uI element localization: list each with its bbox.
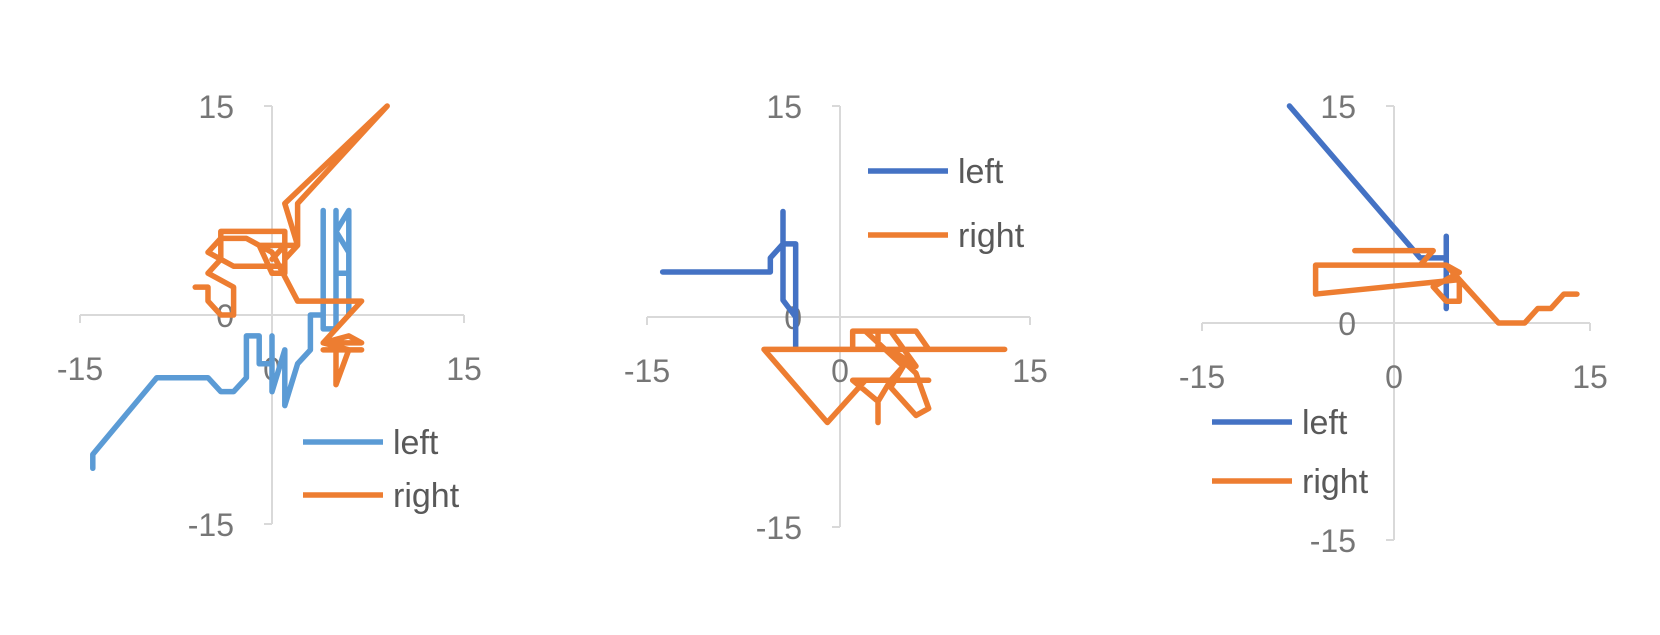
legend-label-left: left [958,153,1004,191]
x-tick-label: 0 [1385,359,1403,395]
x-tick-label: 15 [1012,353,1048,389]
x-tick-label: 15 [446,351,482,387]
y-tick-label: 15 [1320,89,1356,125]
legend-label-left: left [1302,404,1348,442]
series-line-left [659,208,799,351]
series-line-left [90,207,352,472]
y-tick-label: 0 [1338,306,1356,342]
x-tick-label: -15 [624,353,670,389]
y-tick-label: -15 [188,507,234,543]
series-line-right [1312,247,1580,326]
series-line-right [761,328,1008,426]
y-tick-label: 15 [766,89,802,125]
legend-label-left: left [393,424,439,462]
legend-label-right: right [393,477,460,515]
legend-label-right: right [958,217,1025,255]
y-tick-label: 15 [198,89,234,125]
x-tick-label: 0 [831,353,849,389]
chart-3: -15 0 15 15 0 -15 left right [1179,89,1608,559]
series-line-left [1286,103,1450,312]
legend-label-right: right [1302,463,1369,501]
y-tick-label: -15 [756,510,802,546]
x-tick-label: -15 [57,351,103,387]
x-tick-label: 15 [1572,359,1608,395]
x-tick-label: -15 [1179,359,1225,395]
y-tick-label: -15 [1310,523,1356,559]
series-line-right [192,103,390,388]
